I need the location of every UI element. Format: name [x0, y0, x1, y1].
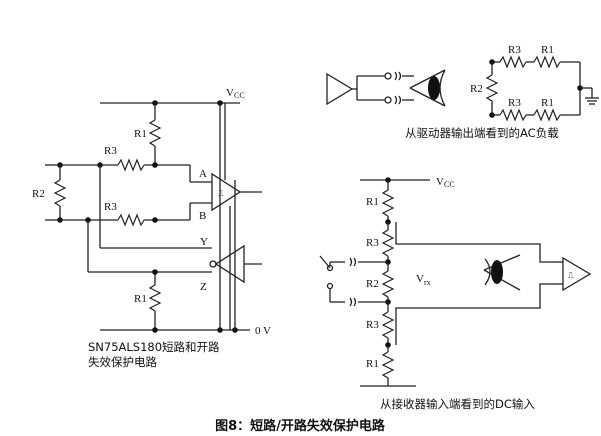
- left-r2-label: R2: [32, 188, 45, 200]
- ac-r1-bottom-label: R1: [541, 97, 554, 109]
- ground-icon: [585, 97, 599, 105]
- left-vcc-label: V: [226, 87, 234, 99]
- ac-r2-label: R2: [470, 83, 483, 95]
- left-caption-line2: 失效保护电路: [88, 355, 157, 369]
- dc-r2-label: R2: [366, 278, 379, 290]
- ac-load-diagram: R3 R1 R2 R3 R1 从驱动器输出端看到的AC负载: [326, 44, 599, 140]
- switch-icon: [319, 255, 334, 302]
- ac-r3-bottom-label: R3: [508, 97, 521, 109]
- dc-vcc-label: V: [436, 176, 444, 188]
- eye-icon-top: [409, 69, 446, 107]
- dc-r1-top-label: R1: [366, 196, 379, 208]
- dc-r1-bottom-label: R1: [366, 358, 379, 370]
- ac-r3-top-label: R3: [508, 44, 521, 56]
- left-r3-bottom-label: R3: [104, 201, 117, 213]
- left-r3-top-label: R3: [104, 145, 117, 157]
- pin-z-label: Z: [200, 281, 207, 293]
- figure-caption: 图8：短路/开路失效保护电路: [215, 418, 386, 434]
- svg-text:⎍: ⎍: [568, 271, 574, 280]
- pin-y-label: Y: [200, 236, 208, 248]
- vrx-label: V: [416, 273, 424, 285]
- eye-icon-bottom: [483, 254, 521, 291]
- dc-input-diagram: V CC R1 R3 R2 R3 R1: [319, 176, 592, 411]
- vrx-sub: rx: [424, 278, 431, 287]
- dc-caption: 从接收器输入端看到的DC输入: [380, 397, 535, 411]
- left-r1-bottom-label: R1: [134, 293, 147, 305]
- left-ground-label: 0 V: [255, 325, 271, 337]
- dc-r3-top-label: R3: [366, 237, 379, 249]
- dc-r3-bottom-label: R3: [366, 319, 379, 331]
- ac-r1-top-label: R1: [541, 44, 554, 56]
- left-vcc-sub: CC: [234, 91, 245, 100]
- left-caption-line1: SN75ALS180短路和开路: [88, 340, 220, 354]
- dc-vcc-sub: CC: [444, 180, 455, 189]
- pin-a-label: A: [199, 168, 207, 180]
- svg-text:⎍: ⎍: [218, 189, 224, 198]
- left-r1-top-label: R1: [134, 128, 147, 140]
- left-failsafe-circuit: V CC R1 R3 A R2: [32, 87, 271, 369]
- pin-b-label: B: [199, 210, 206, 222]
- ac-caption: 从驱动器输出端看到的AC负载: [405, 126, 559, 140]
